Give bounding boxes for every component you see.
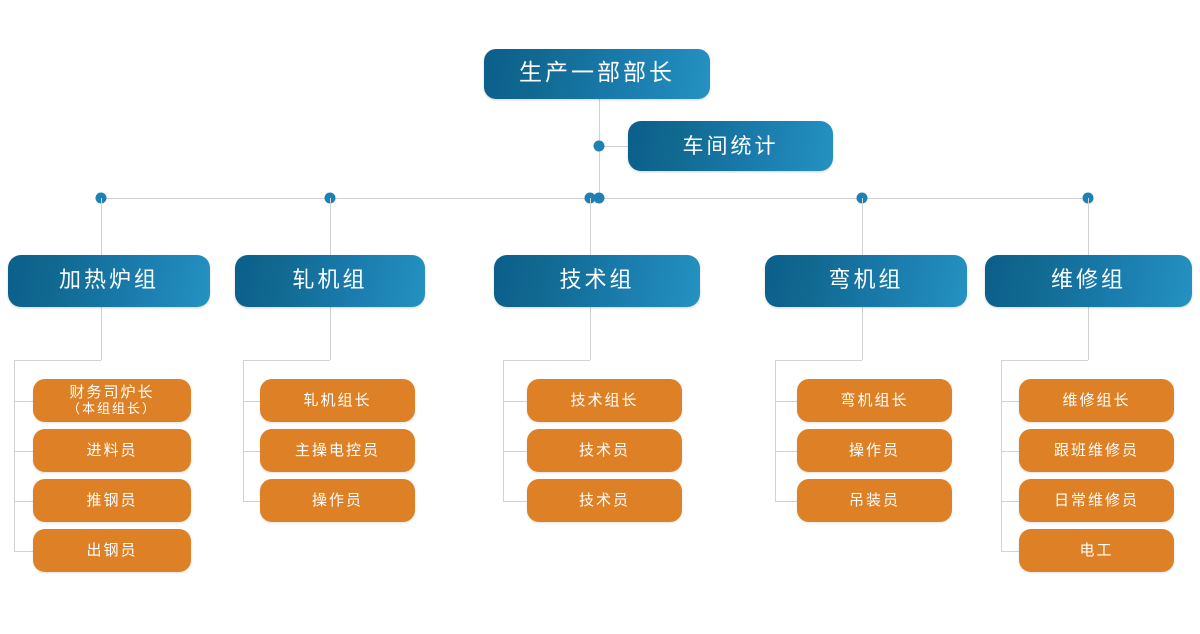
node-group-3[interactable]: 技术组: [494, 255, 700, 307]
node-member-3-1[interactable]: 技术组长: [527, 379, 682, 422]
connector-member-stub-2-1: [243, 401, 260, 402]
node-member-label: 操作员: [311, 490, 363, 509]
node-group-1[interactable]: 加热炉组: [8, 255, 210, 307]
connector-group-stem-4: [862, 307, 863, 360]
node-staff[interactable]: 车间统计: [628, 121, 833, 171]
node-member-label: 主操电控员: [294, 440, 380, 459]
node-member-5-3[interactable]: 日常维修员: [1019, 479, 1174, 522]
node-member-3-2[interactable]: 技术员: [527, 429, 682, 472]
node-member-3-3[interactable]: 技术员: [527, 479, 682, 522]
node-member-label: 财务司炉长: [69, 382, 155, 401]
node-member-label: 进料员: [86, 440, 138, 459]
node-group-label: 技术组: [559, 268, 635, 294]
connector-spine-1: [14, 360, 15, 551]
connector-member-stub-5-3: [1001, 501, 1019, 502]
node-member-4-3[interactable]: 吊装员: [797, 479, 952, 522]
connector-staff-branch: [599, 146, 628, 147]
connector-group-stem-1: [101, 307, 102, 360]
connector-group-drop-4: [862, 198, 863, 255]
connector-member-stub-3-1: [503, 401, 527, 402]
connector-group-stem-5: [1088, 307, 1089, 360]
node-member-2-2[interactable]: 主操电控员: [260, 429, 415, 472]
node-member-1-2[interactable]: 进料员: [33, 429, 191, 472]
connector-group-drop-1: [101, 198, 102, 255]
node-member-label: 操作员: [848, 440, 900, 459]
node-member-2-1[interactable]: 轧机组长: [260, 379, 415, 422]
connector-member-stub-5-4: [1001, 551, 1019, 552]
connector-member-stub-2-3: [243, 501, 260, 502]
connector-member-stub-3-2: [503, 451, 527, 452]
node-member-label: 出钢员: [86, 540, 138, 559]
connector-member-stub-4-2: [775, 451, 797, 452]
node-root[interactable]: 生产一部部长: [484, 49, 710, 99]
node-group-5[interactable]: 维修组: [985, 255, 1192, 307]
node-group-2[interactable]: 轧机组: [235, 255, 425, 307]
node-member-label: 技术员: [578, 440, 630, 459]
connector-group-elbow-4: [775, 360, 862, 361]
node-group-label: 弯机组: [828, 268, 904, 294]
node-member-5-1[interactable]: 维修组长: [1019, 379, 1174, 422]
node-group-label: 轧机组: [292, 268, 368, 294]
node-member-label: 日常维修员: [1053, 490, 1139, 509]
connector-member-stub-1-2: [14, 451, 33, 452]
connector-group-drop-3: [590, 198, 591, 255]
connector-group-drop-2: [330, 198, 331, 255]
node-member-label: 技术员: [578, 490, 630, 509]
connector-member-stub-4-1: [775, 401, 797, 402]
node-group-label: 维修组: [1050, 268, 1126, 294]
node-member-1-1[interactable]: 财务司炉长（本组组长）: [33, 379, 191, 422]
connector-member-stub-1-4: [14, 551, 33, 552]
node-member-label: 推钢员: [86, 490, 138, 509]
node-group-4[interactable]: 弯机组: [765, 255, 967, 307]
connector-member-stub-5-2: [1001, 451, 1019, 452]
node-member-label: 吊装员: [848, 490, 900, 509]
node-member-2-3[interactable]: 操作员: [260, 479, 415, 522]
connector-dot-root-rail: [593, 192, 605, 204]
node-member-label: 弯机组长: [840, 390, 909, 409]
node-member-4-1[interactable]: 弯机组长: [797, 379, 952, 422]
connector-dot-staff: [593, 140, 605, 152]
connector-member-stub-2-2: [243, 451, 260, 452]
node-member-label: 维修组长: [1062, 390, 1131, 409]
node-member-label: 跟班维修员: [1053, 440, 1139, 459]
node-member-sublabel: （本组组长）: [66, 401, 157, 417]
node-member-label: 技术组长: [570, 390, 639, 409]
node-member-1-3[interactable]: 推钢员: [33, 479, 191, 522]
connector-group-elbow-2: [243, 360, 330, 361]
node-member-5-2[interactable]: 跟班维修员: [1019, 429, 1174, 472]
connector-member-stub-1-3: [14, 501, 33, 502]
connector-group-stem-3: [590, 307, 591, 360]
connector-spine-4: [775, 360, 776, 501]
connector-group-elbow-1: [14, 360, 101, 361]
connector-member-stub-3-3: [503, 501, 527, 502]
node-member-4-2[interactable]: 操作员: [797, 429, 952, 472]
connector-group-elbow-3: [503, 360, 590, 361]
node-member-5-4[interactable]: 电工: [1019, 529, 1174, 572]
node-staff-label: 车间统计: [682, 133, 779, 158]
connector-member-stub-1-1: [14, 401, 33, 402]
connector-group-elbow-5: [1001, 360, 1088, 361]
connector-spine-3: [503, 360, 504, 501]
connector-spine-5: [1001, 360, 1002, 551]
connector-group-drop-5: [1088, 198, 1089, 255]
node-group-label: 加热炉组: [58, 268, 159, 294]
connector-member-stub-5-1: [1001, 401, 1019, 402]
connector-spine-2: [243, 360, 244, 501]
node-member-label: 轧机组长: [303, 390, 372, 409]
node-member-label: 电工: [1079, 540, 1114, 559]
node-root-label: 生产一部部长: [519, 60, 675, 87]
node-member-1-4[interactable]: 出钢员: [33, 529, 191, 572]
connector-member-stub-4-3: [775, 501, 797, 502]
connector-group-stem-2: [330, 307, 331, 360]
